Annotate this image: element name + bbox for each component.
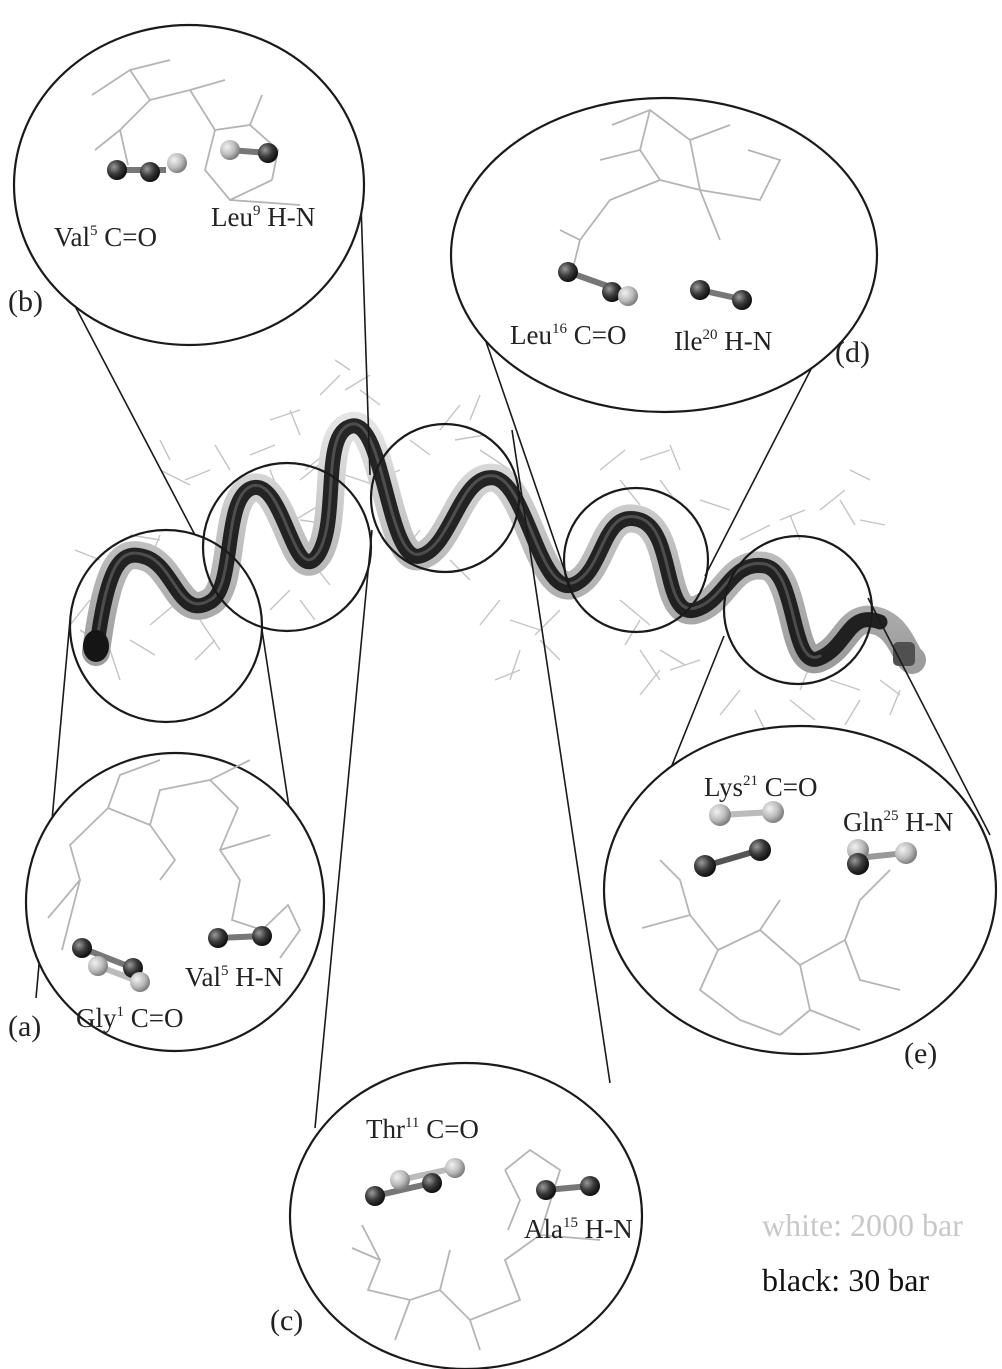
- zoom-panel-c: Thr11 C=O Ala15 H-N: [290, 1063, 642, 1369]
- pressure-legend: white: 2000 bar black: 30 bar: [762, 1207, 963, 1298]
- label-d-acceptor: Ile20 H-N: [674, 326, 772, 356]
- zoom-panel-e: Lys21 C=O Gln25 H-N: [604, 726, 996, 1054]
- label-e-donor: Lys21 C=O: [704, 772, 818, 802]
- label-c-acceptor: Ala15 H-N: [524, 1214, 633, 1244]
- label-e-acceptor: Gln25 H-N: [843, 807, 953, 837]
- label-c-donor: Thr11 C=O: [366, 1114, 479, 1144]
- side-chain-sticks: [70, 360, 900, 740]
- panel-label-b: (b): [8, 285, 43, 318]
- label-b-acceptor: Leu9 H-N: [211, 202, 315, 232]
- alpha-helix-ribbon: [83, 424, 915, 666]
- label-a-acceptor: Val5 H-N: [185, 962, 283, 992]
- label-d-donor: Leu16 C=O: [510, 320, 626, 350]
- panel-label-a: (a): [8, 1010, 41, 1043]
- label-b-donor: Val5 C=O: [54, 222, 157, 252]
- legend-black-label: black: 30 bar: [762, 1262, 929, 1298]
- panel-label-e: (e): [904, 1037, 937, 1070]
- zoom-panel-d: Leu16 C=O Ile20 H-N: [451, 98, 877, 412]
- zoom-panel-a: Gly1 C=O Val5 H-N: [26, 753, 324, 1051]
- panel-label-d: (d): [835, 336, 870, 369]
- label-a-donor: Gly1 C=O: [76, 1003, 183, 1033]
- zoom-panel-b: Val5 C=O Leu9 H-N: [14, 25, 364, 345]
- panel-label-c: (c): [270, 1304, 303, 1337]
- legend-white-label: white: 2000 bar: [762, 1207, 963, 1243]
